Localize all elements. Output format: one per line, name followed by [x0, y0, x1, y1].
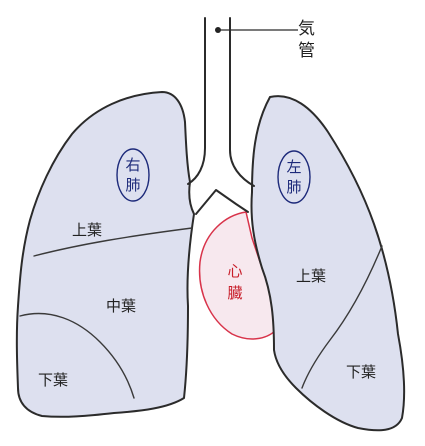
right-lung-label-line1: 右 — [125, 156, 140, 174]
left-lung-label-line1: 左 — [286, 158, 301, 176]
right-lung-label-circle — [116, 148, 150, 202]
right-middle-lobe-label: 中葉 — [106, 297, 136, 315]
trachea-label-line2: 管 — [298, 41, 315, 61]
heart-shape — [198, 211, 277, 340]
right-oblique-fissure — [19, 312, 135, 399]
trachea-label-line1: 気 — [298, 19, 315, 39]
left-lung-label-line2: 肺 — [286, 178, 301, 196]
left-lung-label-circle — [277, 150, 311, 204]
left-oblique-fissure — [301, 245, 383, 389]
left-lower-lobe-label: 下葉 — [346, 363, 376, 381]
right-lung-outline — [16, 92, 194, 417]
heart-label-line1: 心 — [227, 262, 242, 280]
right-lung — [15, 91, 195, 418]
right-lower-lobe-label: 下葉 — [38, 371, 68, 389]
right-upper-lobe-label: 上葉 — [72, 221, 102, 239]
right-lung-label-line2: 肺 — [125, 176, 140, 194]
left-upper-lobe-label: 上葉 — [296, 267, 326, 285]
trachea — [187, 17, 255, 215]
right-horizontal-fissure — [33, 227, 193, 257]
left-lung — [250, 95, 406, 432]
left-lung-outline — [251, 96, 405, 431]
heart-label-line2: 臓 — [227, 284, 242, 302]
